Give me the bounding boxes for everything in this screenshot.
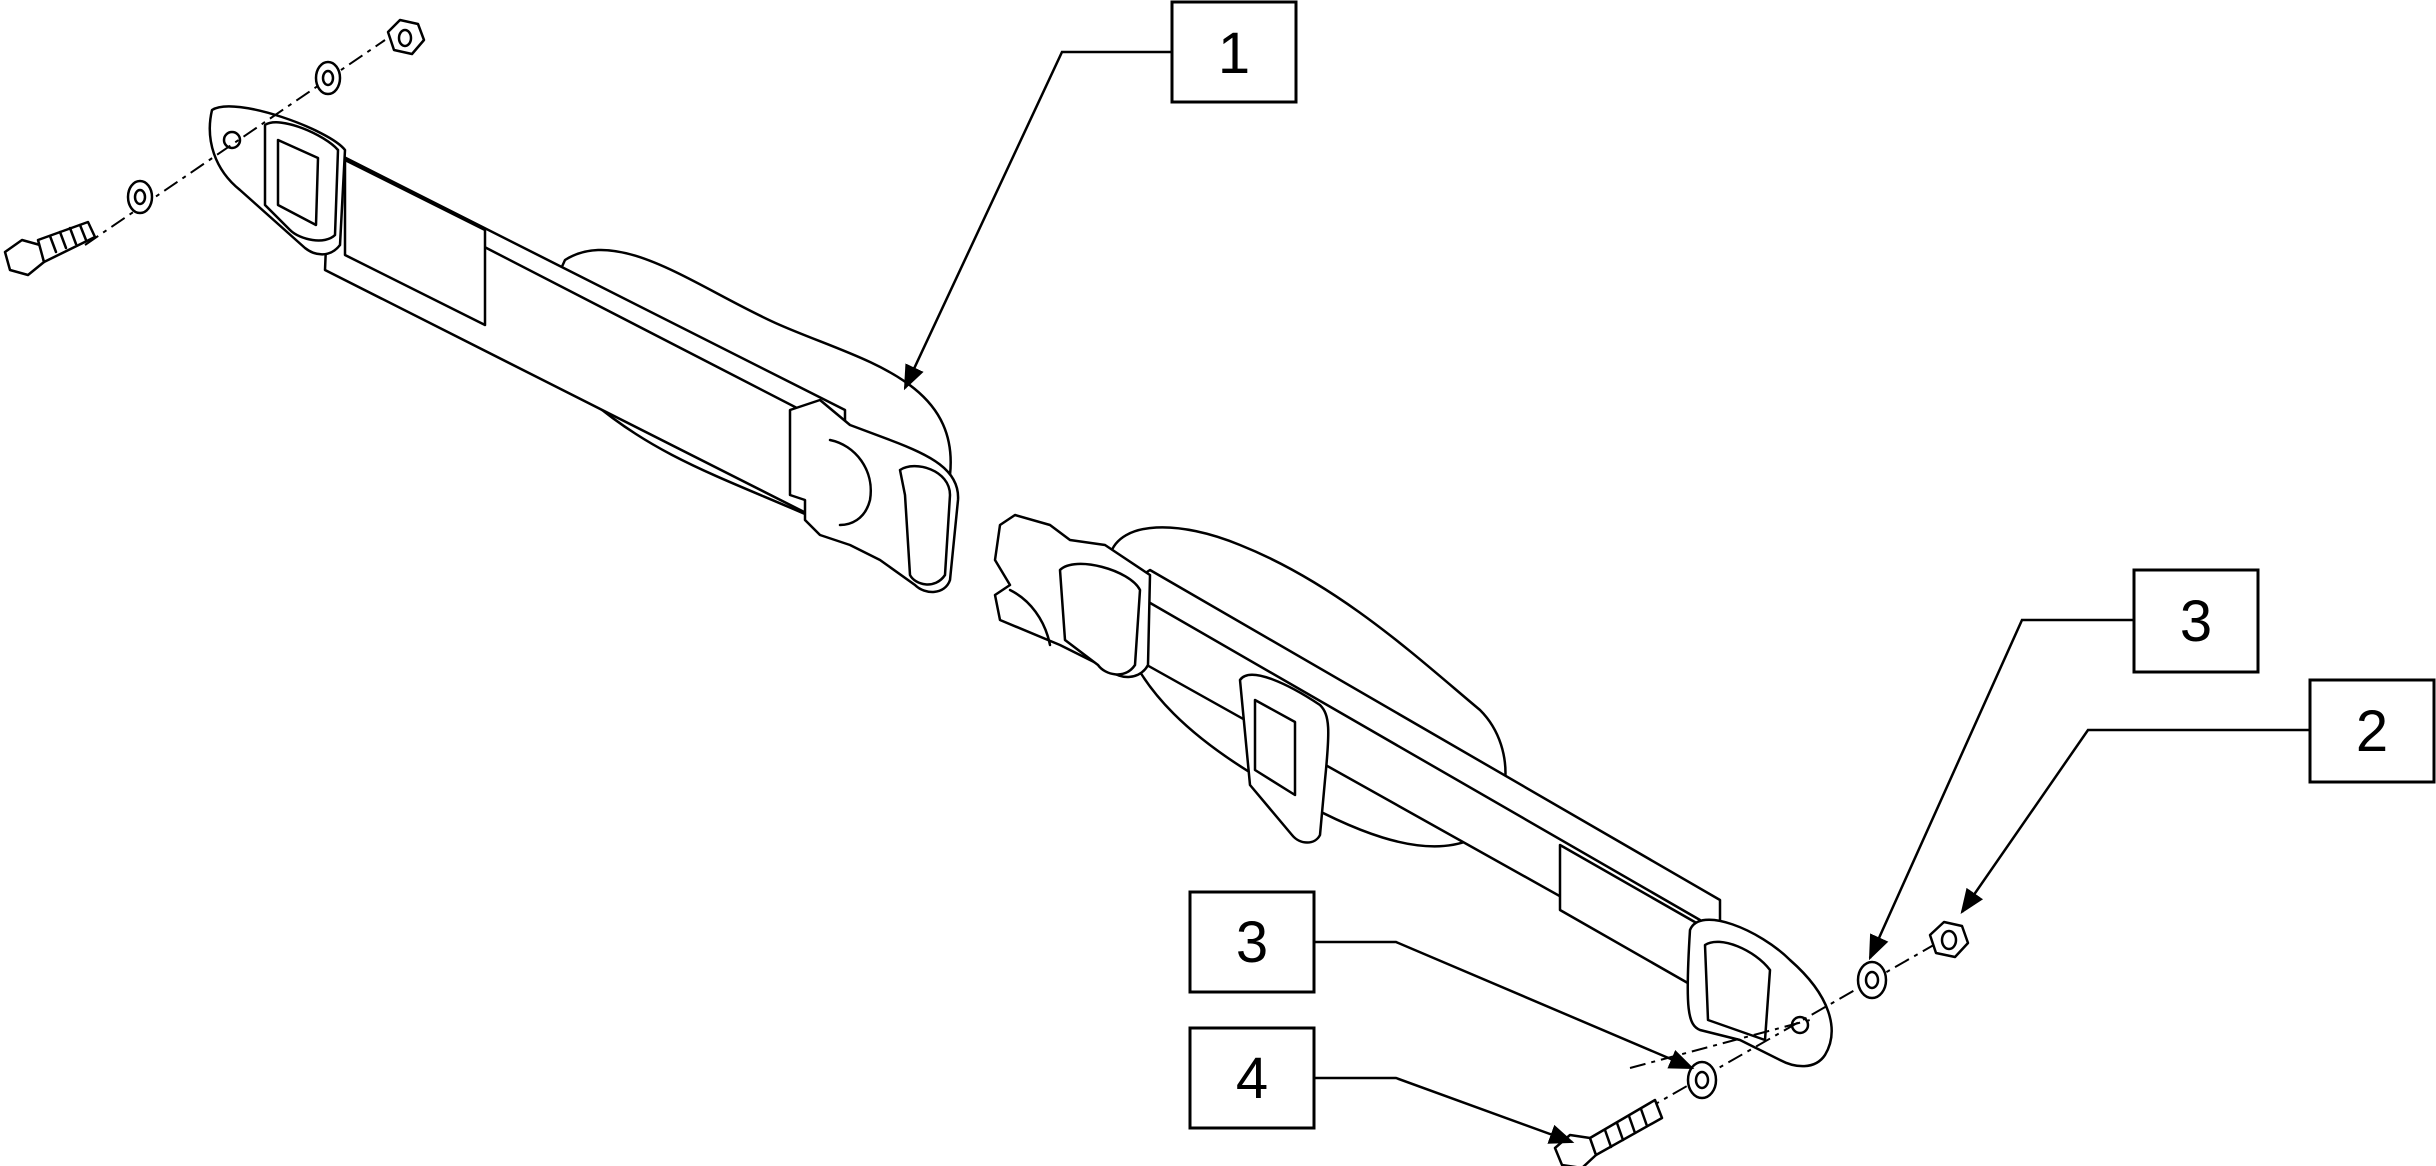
callout-4: 4: [1188, 1026, 1575, 1144]
callout-3-lower-leader: [1314, 940, 1695, 1070]
callout-4-leader: [1314, 1076, 1575, 1144]
left-strap-assembly: [208, 105, 960, 594]
right-bolt-shank: [1588, 1098, 1664, 1157]
left-bracket-hole: [222, 130, 242, 150]
callout-4-box: [1188, 1026, 1316, 1130]
callout-1-box: [1170, 0, 1298, 104]
callout-3-lower: 3: [1188, 890, 1695, 1070]
callout-2-leader: [1960, 728, 2310, 915]
callout-1-leader: [903, 50, 1172, 391]
callout-3-lower-label: 3: [1236, 910, 1268, 975]
callout-2-label: 2: [2356, 699, 2388, 764]
callout-2: 2: [1960, 678, 2436, 915]
callout-3-upper-leader: [1868, 618, 2134, 961]
left-bolt-shank: [36, 220, 97, 264]
callout-4-label: 4: [1236, 1046, 1268, 1111]
right-strap-assembly: [993, 513, 1833, 1068]
left-fasteners: [3, 18, 426, 277]
right-fasteners: [1553, 920, 1970, 1166]
left-velcro-pad: [343, 158, 487, 327]
left-buckle-slot: [898, 464, 952, 586]
callout-2-box: [2308, 678, 2436, 784]
callout-3-upper-box: [2132, 568, 2260, 674]
callout-1: 1: [903, 0, 1298, 391]
right-buckle-loop: [1058, 562, 1142, 676]
callout-3-upper-label: 3: [2180, 589, 2212, 654]
callout-1-label: 1: [1218, 21, 1250, 86]
callout-3-upper: 3: [1868, 568, 2260, 961]
